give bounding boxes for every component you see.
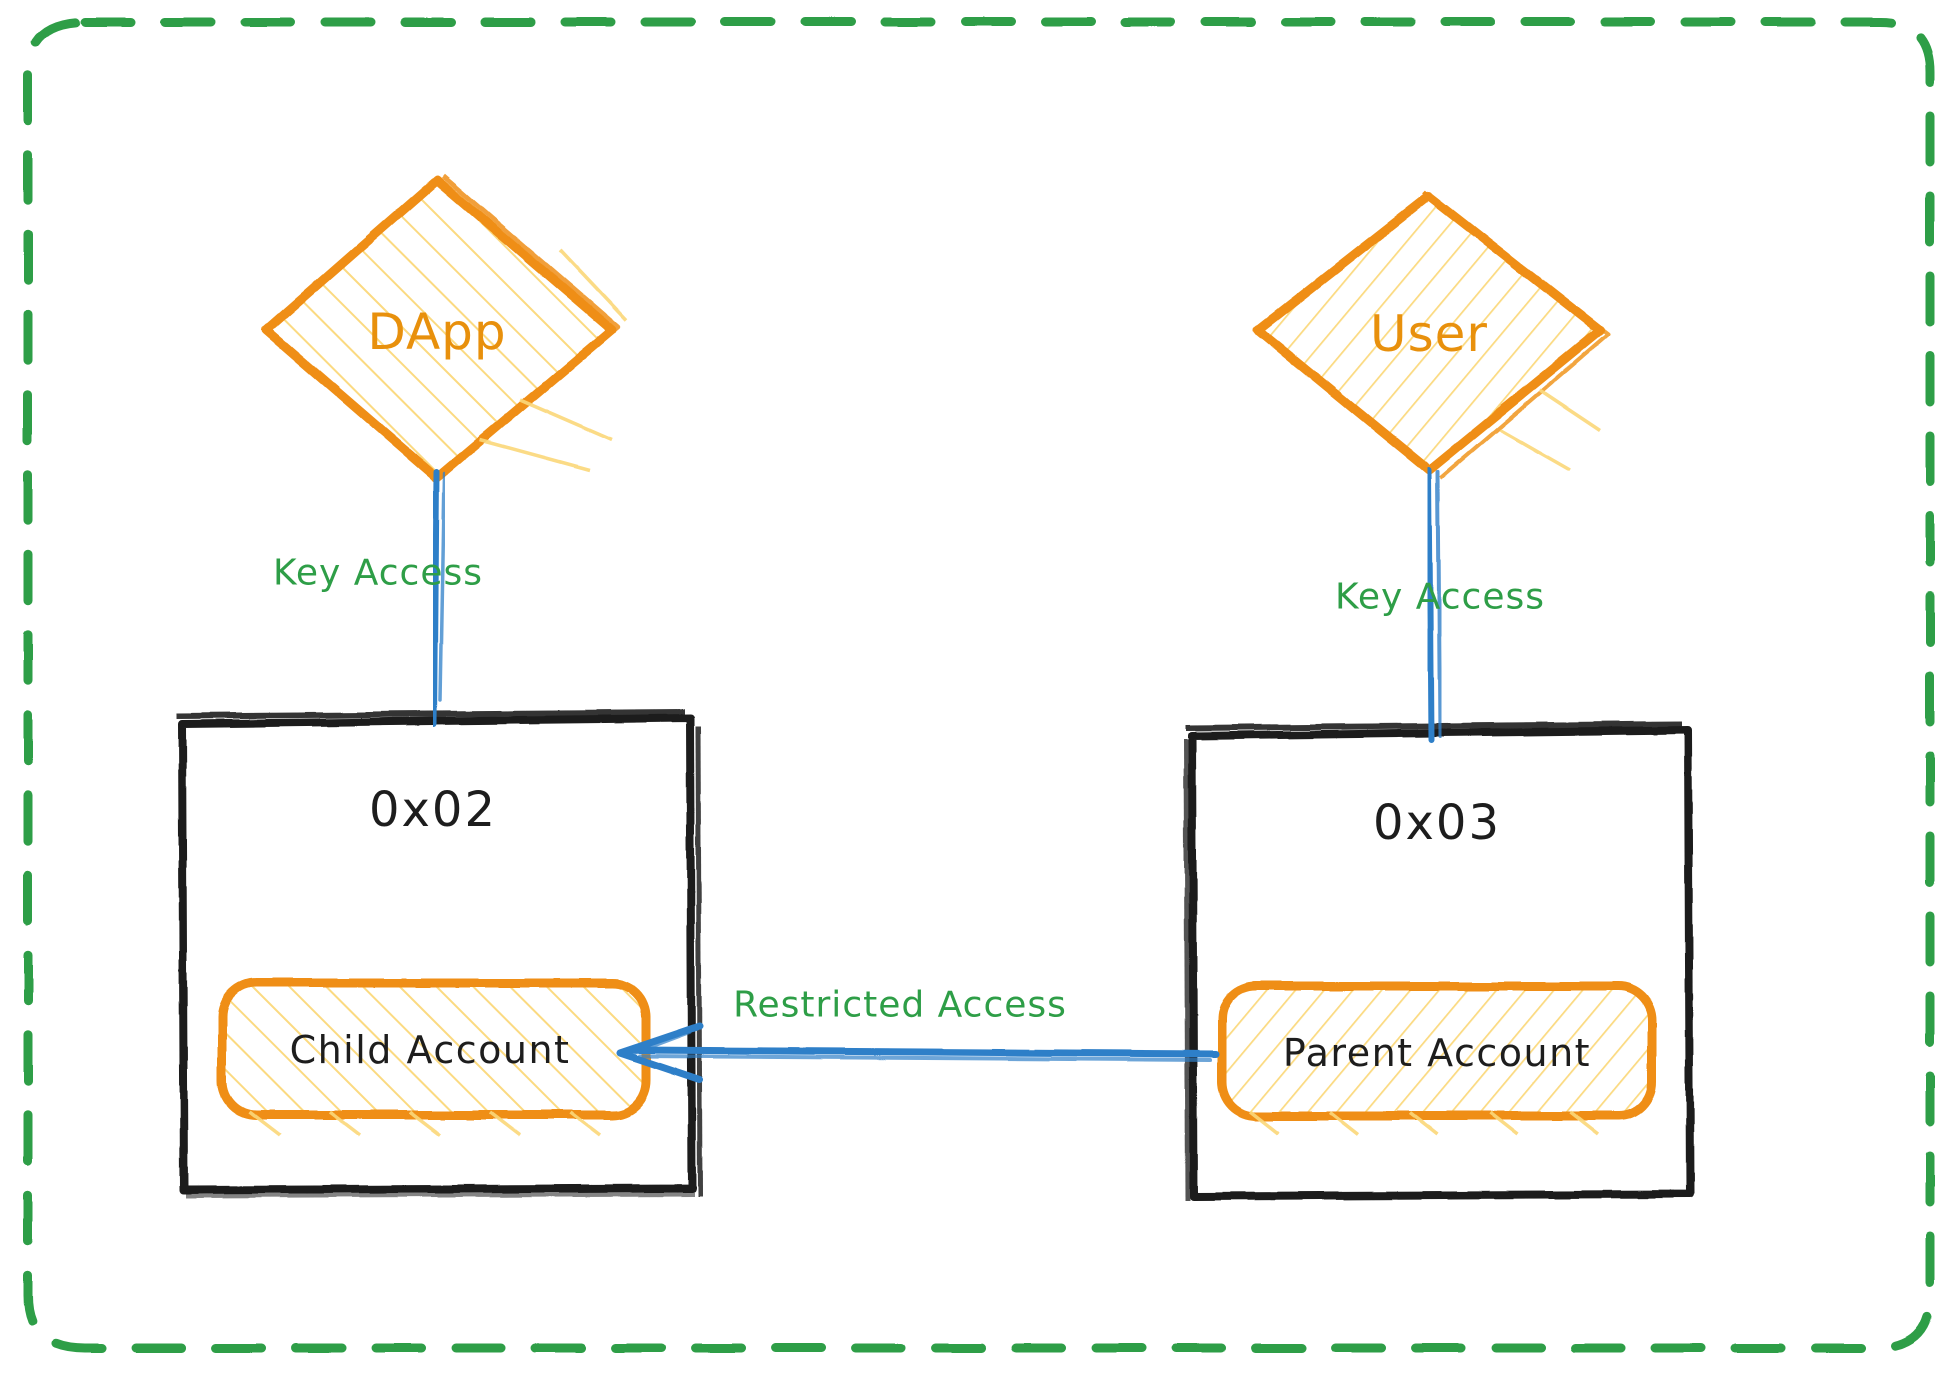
node-dapp[interactable] bbox=[261, 174, 628, 483]
edge-parent-to-child[interactable] bbox=[616, 1022, 1220, 1084]
node-parent-account[interactable] bbox=[1217, 981, 1657, 1136]
node-child-account[interactable] bbox=[217, 978, 651, 1137]
node-account-0x02[interactable] bbox=[175, 709, 703, 1198]
node-user[interactable] bbox=[1253, 190, 1610, 480]
edge-user-to-parent[interactable] bbox=[1426, 467, 1442, 743]
node-account-0x03[interactable] bbox=[1183, 721, 1694, 1201]
dashed-boundary bbox=[23, 17, 1935, 1353]
edge-dapp-to-child[interactable] bbox=[431, 469, 446, 727]
